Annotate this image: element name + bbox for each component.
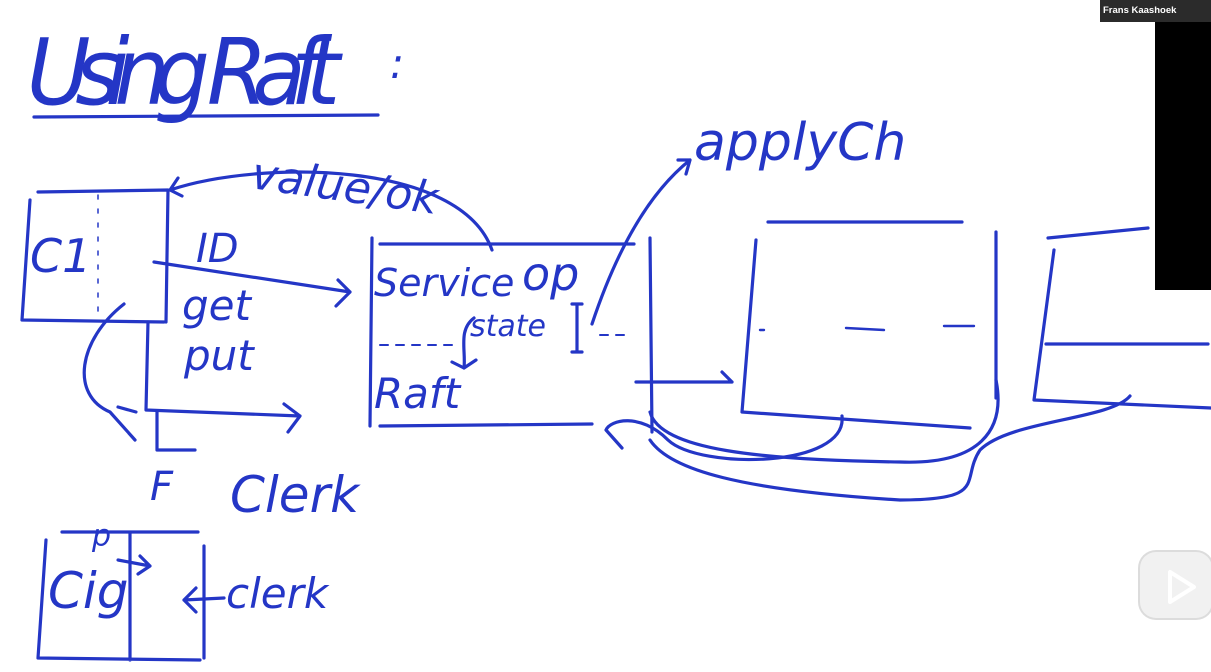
title-underline	[32, 113, 380, 119]
state-label: state	[470, 309, 546, 344]
participant-name-bar: Frans Kaashoek	[1100, 0, 1211, 22]
apply-channel-arrow	[590, 158, 692, 326]
bottom-client-box	[36, 530, 206, 662]
request-put-label: put	[183, 331, 255, 380]
replication-loop-2	[648, 378, 1000, 464]
play-icon	[1168, 570, 1196, 604]
reply-label: value/ok	[248, 148, 442, 225]
clerk-loop-left	[82, 302, 138, 442]
state-arrow	[450, 316, 478, 370]
replication-loop-3	[648, 394, 1132, 502]
bottom-client-arrow	[116, 554, 152, 576]
op-label: op	[522, 247, 579, 301]
client-label: C1	[30, 229, 91, 283]
log-box-1	[740, 220, 998, 430]
clerk-bracket	[155, 410, 197, 452]
clerk-pointer-arrow	[182, 586, 226, 614]
log-box-2	[1032, 226, 1211, 410]
service-divider	[379, 334, 633, 346]
service-label: Service	[374, 261, 514, 305]
state-marker	[570, 302, 584, 354]
client-box	[20, 188, 170, 324]
f-label: F	[150, 464, 174, 510]
participant-video-tile	[1155, 0, 1211, 290]
participant-name: Frans Kaashoek	[1103, 5, 1177, 16]
p-label: p	[91, 519, 111, 554]
title-colon: :	[390, 39, 404, 88]
title-text: Using Raft	[27, 20, 343, 127]
request-get-label: get	[182, 281, 253, 330]
reply-arrow	[168, 170, 494, 252]
log-box-1-divider	[758, 324, 976, 332]
clerk-loop-right	[144, 320, 302, 434]
clerk-pointer-label: clerk	[226, 569, 330, 618]
apply-channel-label: applyCh	[694, 113, 906, 173]
request-id-label: ID	[196, 226, 239, 272]
raft-label: Raft	[374, 369, 462, 418]
bottom-client-label: Cig	[48, 562, 129, 620]
play-button[interactable]	[1138, 550, 1211, 620]
request-arrow	[152, 260, 352, 308]
clerk-label: Clerk	[230, 466, 361, 524]
raft-to-log-arrow	[634, 370, 734, 384]
replication-loop-1	[604, 414, 844, 462]
service-box	[368, 236, 654, 434]
